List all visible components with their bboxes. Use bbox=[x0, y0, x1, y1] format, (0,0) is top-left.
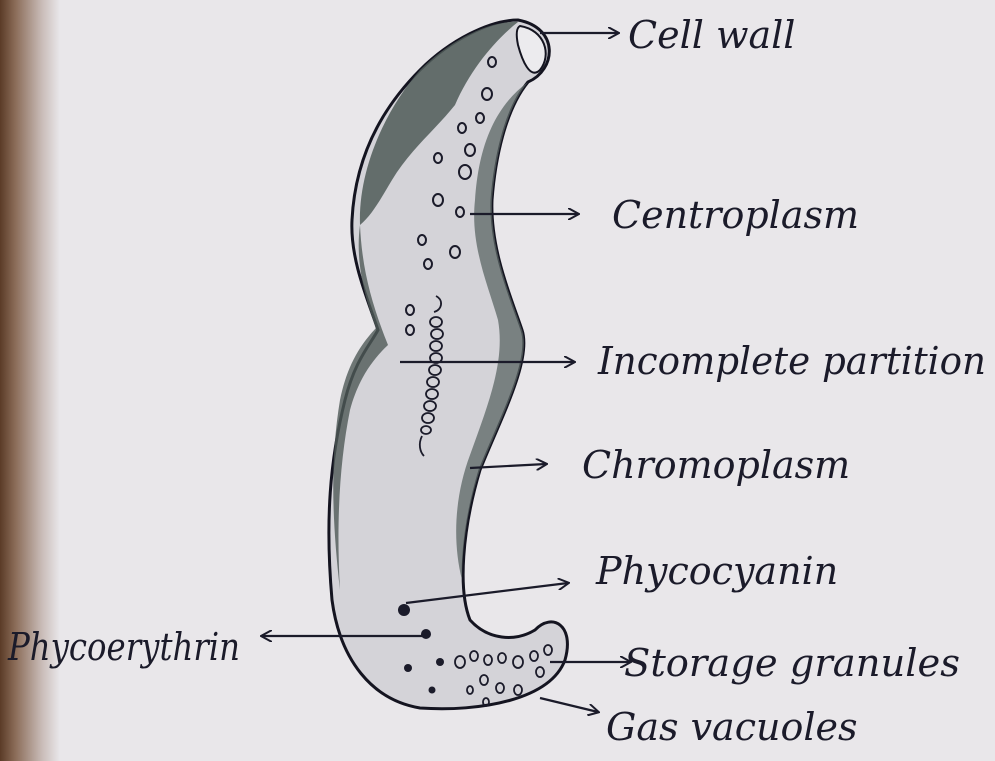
label-storage-granules: Storage granules bbox=[624, 641, 960, 685]
pointer-gas-vacuoles bbox=[540, 698, 598, 712]
label-phycoerythrin: Phycoerythrin bbox=[7, 625, 240, 669]
label-gas-vacuoles: Gas vacuoles bbox=[606, 705, 858, 749]
label-chromoplasm: Chromoplasm bbox=[582, 443, 850, 487]
label-centroplasm: Centroplasm bbox=[612, 193, 859, 237]
label-cell-wall: Cell wall bbox=[628, 13, 795, 57]
label-incomplete-partition: Incomplete partition bbox=[597, 339, 986, 383]
label-phycocyanin: Phycocyanin bbox=[595, 549, 838, 593]
